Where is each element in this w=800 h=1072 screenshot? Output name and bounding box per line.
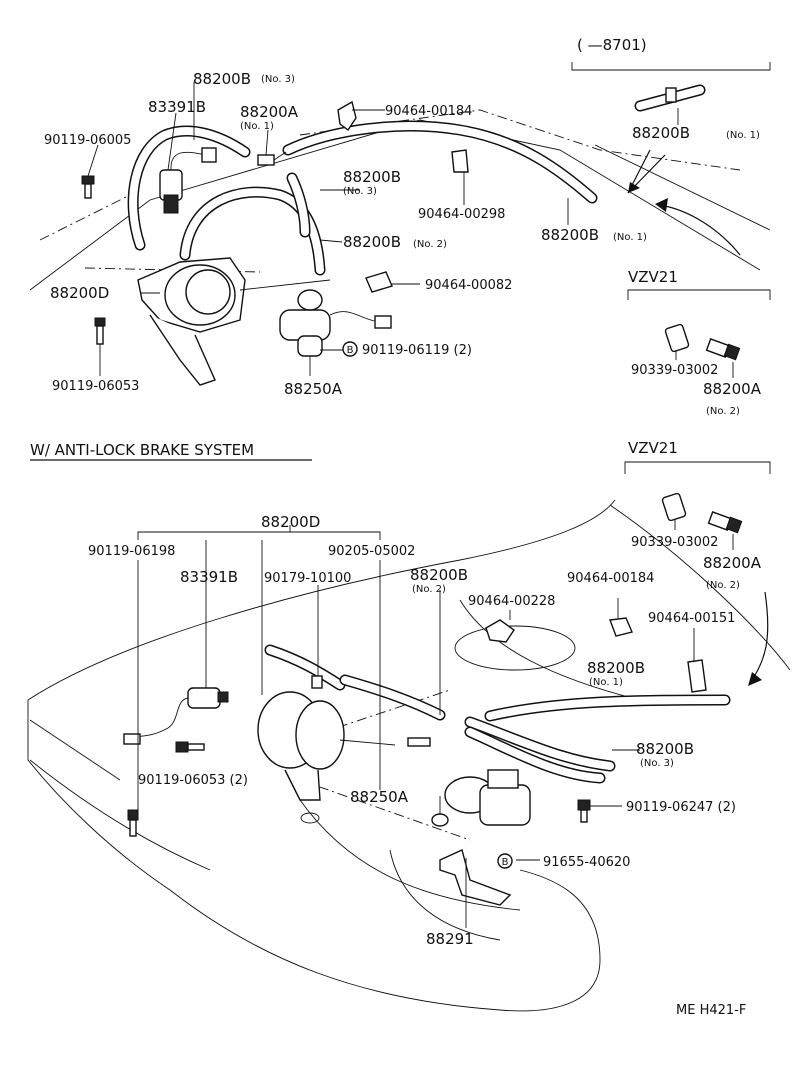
- label-88200b-no2-bottom: 88200B: [410, 566, 468, 584]
- label-90119-06053-2: 90119-06053 (2): [138, 773, 248, 788]
- b-marker-2: B: [497, 853, 513, 869]
- clip-icon: [337, 100, 357, 132]
- label-no1-a: (No. 1): [240, 121, 274, 132]
- label-no3-b: (No. 3): [343, 186, 377, 197]
- label-no2-d: (No. 2): [412, 584, 446, 595]
- label-88200a-top: 88200A: [240, 103, 299, 121]
- label-88200a-no2-top: 88200A: [703, 380, 762, 398]
- connector-88200a-icon: [705, 338, 741, 361]
- label-no1-c: (No. 1): [613, 232, 647, 243]
- inset-8701: [571, 62, 771, 256]
- bolt-icon: [94, 317, 106, 345]
- inset-vzv21-top: [627, 289, 771, 361]
- inset-vzv21-bottom: [624, 461, 771, 686]
- direction-arrow-icon: [655, 198, 741, 256]
- b-marker-label-1: B: [347, 345, 354, 356]
- label-88200b-no3-abs: 88200B: [636, 740, 694, 758]
- hose-88200b-no2: [179, 186, 326, 276]
- label-90339-03002-top: 90339-03002: [631, 363, 718, 378]
- leader-lines-top: [87, 82, 734, 378]
- label-91655-40620: 91655-40620: [543, 855, 630, 870]
- label-88200b-no2: 88200B: [343, 233, 401, 251]
- label-no3-c: (No. 3): [640, 758, 674, 769]
- label-no2-b: (No. 2): [706, 406, 740, 417]
- leader-lines-abs: [137, 520, 734, 928]
- reference-code: ME H421-F: [676, 1003, 746, 1018]
- connector-88200b-icon: [634, 84, 706, 112]
- bolt-icon: [577, 799, 591, 823]
- b-marker-label-2: B: [502, 857, 509, 868]
- label-vzv21-bottom: VZV21: [628, 439, 678, 457]
- label-88200b-no1-abs: 88200B: [587, 659, 645, 677]
- actuator-icon: [257, 675, 431, 801]
- label-90119-06198: 90119-06198: [88, 544, 175, 559]
- label-88250a-bottom: 88250A: [350, 788, 409, 806]
- label-90464-00184-top: 90464-00184: [385, 104, 472, 119]
- label-90179-10100: 90179-10100: [264, 571, 351, 586]
- abs-section-title: W/ ANTI-LOCK BRAKE SYSTEM: [30, 441, 254, 459]
- label-90119-06005: 90119-06005: [44, 133, 131, 148]
- label-90119-06247: 90119-06247 (2): [626, 800, 736, 815]
- direction-arrow-icon: [627, 149, 666, 194]
- label-no1-b: (No. 1): [726, 130, 760, 141]
- label-90464-00184-bottom: 90464-00184: [567, 571, 654, 586]
- bolt-icon: [175, 741, 205, 753]
- bolt-icon: [127, 809, 139, 837]
- label-90464-00228: 90464-00228: [468, 594, 555, 609]
- label-83391b-top: 83391B: [148, 98, 206, 116]
- connector-88200a-icon: [257, 151, 287, 166]
- label-no2-a: (No. 2): [413, 239, 447, 250]
- label-90464-00298: 90464-00298: [418, 207, 505, 222]
- label-no2-c: (No. 2): [706, 580, 740, 591]
- label-88200a-no2-bottom: 88200A: [703, 554, 762, 572]
- label-no1-d: (No. 1): [589, 677, 623, 688]
- label-88200d-top: 88200D: [50, 284, 109, 302]
- hose-88200b-no3: [127, 125, 311, 251]
- direction-arrow-icon: [748, 591, 769, 686]
- label-90119-06053: 90119-06053: [52, 379, 139, 394]
- label-83391b-bottom: 83391B: [180, 568, 238, 586]
- clip-icon: [365, 271, 393, 293]
- label-90339-03002-bottom: 90339-03002: [631, 535, 718, 550]
- connector-88200a-icon: [707, 511, 743, 534]
- label-vzv21-top: VZV21: [628, 268, 678, 286]
- hose-88200b-no2-abs: [264, 644, 446, 721]
- hose-88200b-no1-abs: [484, 694, 731, 722]
- label-88250a-top: 88250A: [284, 380, 343, 398]
- label-88291: 88291: [426, 930, 474, 948]
- clip-icon: [485, 619, 515, 643]
- b-marker-1: B: [342, 341, 358, 357]
- hose-88200b-no3-abs: [464, 716, 616, 784]
- clip-icon: [451, 149, 469, 173]
- bolt-icon: [81, 175, 95, 199]
- label-90119-06119: 90119-06119 (2): [362, 343, 472, 358]
- vacuum-switching-valve-icon: [159, 147, 217, 214]
- label-90464-00151: 90464-00151: [648, 611, 735, 626]
- label-88200b-no1-right: 88200B: [632, 124, 690, 142]
- actuator-icon: [137, 257, 331, 386]
- label-no3-a: (No. 3): [261, 74, 295, 85]
- clip-icon: [687, 659, 707, 693]
- clip-icon: [609, 617, 633, 637]
- label-88200d-bottom: 88200D: [261, 513, 320, 531]
- label-88200b-no3-top: 88200B: [193, 70, 251, 88]
- range-8701: ( —8701): [577, 36, 647, 54]
- hose-88200b-no1: [282, 120, 598, 204]
- label-90205-05002: 90205-05002: [328, 544, 415, 559]
- label-88200b-no3-mid: 88200B: [343, 168, 401, 186]
- bracket-88291-icon: [439, 849, 512, 906]
- vacuum-switching-valve-icon: [300, 769, 531, 827]
- vacuum-switching-valve-icon: [123, 687, 229, 745]
- label-88200b-no1-bottom: 88200B: [541, 226, 599, 244]
- label-90464-00082: 90464-00082: [425, 278, 512, 293]
